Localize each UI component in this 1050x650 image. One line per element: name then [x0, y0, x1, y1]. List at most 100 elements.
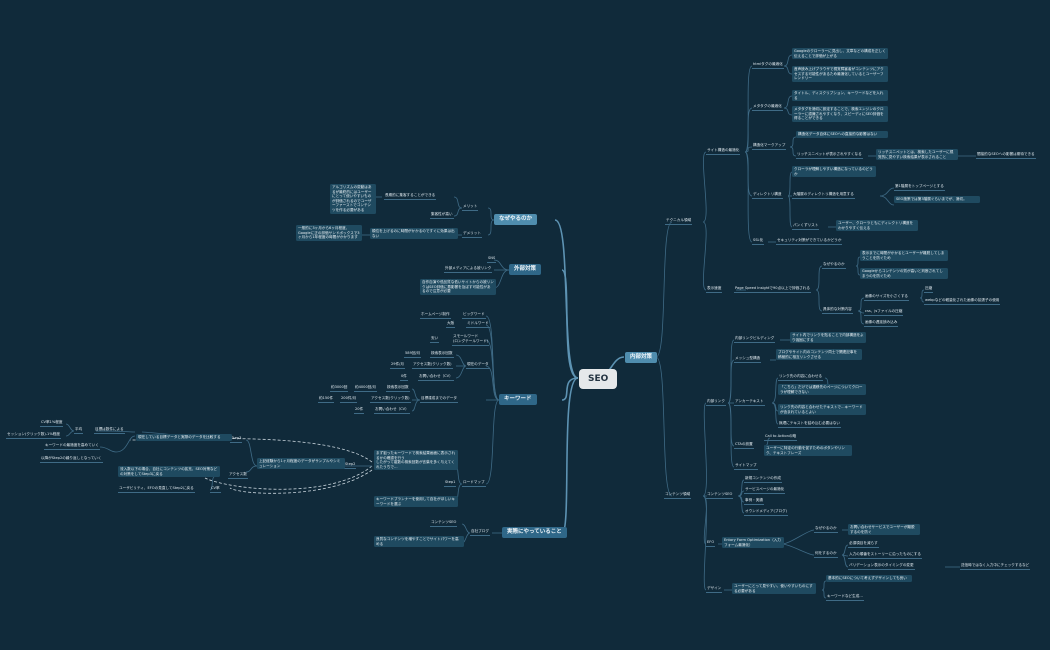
node-merit-a[interactable]: 長期的に集客することができる	[384, 193, 437, 200]
node-why[interactable]: なぜやるのか	[822, 262, 846, 269]
node-content[interactable]: コンテンツ領域	[664, 492, 692, 499]
node-kwd-c[interactable]: お問い合わせ（CV）	[418, 374, 454, 381]
node-il-c[interactable]: メッシュ型構造	[734, 356, 762, 363]
node-kwd-a-v[interactable]: 589回/月	[404, 351, 422, 358]
node-meta-a[interactable]: タイトル、ディスクリプション、キーワードなどを入れる	[792, 90, 888, 102]
node-dir-c[interactable]: 第1階層をトップページとする	[894, 184, 945, 191]
node-merit-b[interactable]: アルゴリズムの変動はあるが最終的にはユーザーにとって使いやすいものが評価されるの…	[330, 184, 376, 214]
node-struct-b[interactable]: リッチスニペットが表示されやすくなる	[796, 152, 863, 159]
node-step1-b[interactable]: キーワードプランナーを使用して自社がほしいキーワードを選ぶ	[374, 496, 458, 508]
node-il-d[interactable]: ブログやサイト内のコンテンツ同士で関連記事を積極的に相互リンクさせる	[776, 349, 862, 361]
node-cs-c[interactable]: 事例・実績	[744, 498, 764, 505]
node-goal-c-v[interactable]: 20件	[354, 407, 365, 414]
node-goal-c[interactable]: お問い合わせ（CV）	[374, 407, 410, 414]
node-conc-d[interactable]: css、jsファイルの圧縮	[864, 309, 904, 316]
node-concrete[interactable]: 具体的な対策内容	[822, 307, 853, 314]
node-ssl-a[interactable]: セキュリティ対策ができているかどうか	[776, 238, 843, 245]
node-goal-a-v[interactable]: 約3000回	[330, 385, 349, 392]
node-structured[interactable]: 構造化マークアップ	[752, 143, 787, 150]
node-conc-e[interactable]: 画像の遅延読み込み	[864, 320, 899, 327]
node-sm-a[interactable]: 安い	[430, 336, 440, 343]
node-step2-c[interactable]: CV率	[210, 486, 221, 493]
node-anchor[interactable]: アンカーテキスト	[734, 399, 765, 406]
node-step3-c[interactable]: CV率1%程度	[40, 420, 64, 427]
node-conc-b[interactable]: 圧縮	[924, 286, 934, 293]
node-step3-f[interactable]: キーワードの最適度を高めていく	[44, 443, 100, 450]
node-goal-b-v2[interactable]: 200件/月	[340, 396, 358, 403]
node-site-structure[interactable]: サイト構造の最適化	[706, 148, 741, 155]
node-step3-a[interactable]: 現在している目標データと実際のデータを比較する	[136, 434, 232, 441]
node-design-a[interactable]: ユーザーにとって見やすい、使いやすいものにする必要がある	[732, 583, 816, 595]
node-struct-d[interactable]: 間接的なSEOへの影響は期待できる	[976, 152, 1036, 159]
node-dir-e[interactable]: パンくずリスト	[792, 223, 820, 230]
node-anchor-b[interactable]: 「こちら」だけでは遷移先のページについてクローラが理解できない	[778, 384, 866, 396]
node-why-b[interactable]: Googleからコンテンツの質が高いと判断されてしまうのを防ぐため	[860, 268, 948, 280]
node-merit-c[interactable]: 集客性が高い	[430, 212, 454, 219]
node-efo-c[interactable]: お問い合わせサービスでユーザーが離脱するのを防ぐ	[848, 524, 920, 536]
node-efo-d[interactable]: 何をするのか	[814, 551, 838, 558]
node-step3-b[interactable]: 平均	[74, 427, 84, 434]
node-md-a[interactable]: 大阪	[446, 321, 456, 328]
node-kwd-b-v[interactable]: 29件/月	[390, 362, 405, 369]
node-dir-b[interactable]: 大階層のディレクトリ構造を用意する	[792, 192, 855, 199]
node-step2-d[interactable]: 流入数以下の場合、自社にコンテンツの拡充、SEO対策などの対策をしてStep3に…	[118, 466, 220, 478]
node-step1[interactable]: Step1	[444, 480, 457, 487]
node-struct-c[interactable]: リッチスニペットとは、検索したユーザーに視覚的に見やすい検索結果が表示されること	[876, 149, 958, 161]
node-efo-f[interactable]: 入力の順番をストーリーに沿ったものにする	[848, 552, 922, 559]
node-il-b[interactable]: サイト内でリンクを貼ることで内部構造をより強固にする	[790, 332, 866, 344]
node-demerit-a[interactable]: 順位を上げるのに時間がかかるのですぐに効果は出ない	[370, 228, 458, 240]
node-small[interactable]: スモールワード (ロングテールワード)	[452, 334, 490, 346]
branch-gaibu[interactable]: 外部対策	[509, 264, 542, 275]
node-cs-b[interactable]: サービスページの最適化	[744, 487, 786, 494]
node-efo-b[interactable]: なぜやるのか	[814, 526, 838, 533]
node-goal-b-v[interactable]: 約150件	[318, 396, 335, 403]
node-goal[interactable]: 目標達成までのデータ	[420, 396, 458, 403]
node-merit[interactable]: メリット	[462, 204, 479, 211]
node-why-a[interactable]: 表示までに時間がかかるとユーザーが離脱してしまうことを防ぐため	[860, 250, 948, 262]
node-design[interactable]: デザイン	[706, 586, 723, 593]
node-html-tags[interactable]: htmlタグの最適化	[752, 62, 784, 69]
node-anchor-a[interactable]: リンク先の内容に合わせる	[778, 374, 824, 381]
node-cs-a[interactable]: 新規コンテンツの作成	[744, 476, 782, 483]
node-step2-b[interactable]: アクセス数	[228, 472, 248, 479]
node-kwd-a[interactable]: 検索表示回数	[430, 351, 454, 358]
node-struct-a[interactable]: 構造化データ自体にSEOへの直接的な影響はない	[796, 131, 888, 138]
node-bigword[interactable]: ビッグワード	[462, 312, 486, 319]
node-ssl[interactable]: SSL化	[752, 238, 765, 245]
node-speed[interactable]: 表示速度	[706, 286, 723, 293]
node-dir-f[interactable]: ユーザー、クローラともにディレクトリ構造をわかりやすく伝える	[836, 220, 918, 232]
node-step2-a[interactable]: 上記経験から1ヶ月程度のデータがサンプルやシミュレーション	[257, 458, 345, 470]
node-conc-c[interactable]: webpなどの軽量化された画像の拡張子の使用	[924, 298, 1001, 305]
node-conc-a[interactable]: 画像のサイズを小さくする	[864, 294, 910, 301]
branch-why-do[interactable]: なぜやるのか	[494, 214, 538, 225]
node-pr-b[interactable]: コンテンツSEO	[430, 520, 458, 527]
node-goal-b[interactable]: アクセス数(クリック数)	[370, 396, 411, 403]
node-step3-e[interactable]: 目標は数件による	[94, 427, 125, 434]
node-anchor-c[interactable]: リンク先の内容と合わせたテキストで…キーワードが含まれているとよい	[778, 404, 866, 416]
node-goal-a-v2[interactable]: 約4000回/月	[354, 385, 378, 392]
node-demerit[interactable]: デメリット	[462, 231, 482, 238]
node-content-seo[interactable]: コンテンツSEO	[706, 492, 734, 499]
node-pr-c[interactable]: 良質なコンテンツを増やすことでサイトパワーを高める	[374, 536, 464, 548]
node-kwd-c-v[interactable]: 0件	[400, 374, 408, 381]
node-html-b[interactable]: 音声読み上げブラウザで視覚障害者がコンテンツにアクセスする可能性があるため最適化…	[792, 66, 888, 82]
node-gaibu-b[interactable]: 外部メディアによる被リンク	[444, 266, 493, 273]
branch-practice[interactable]: 実際にやっていること	[502, 527, 567, 538]
node-step1-a[interactable]: まず狙ったキーワードで検索結果画面に表示されるかの確認を行う したがって複数の検…	[374, 450, 458, 471]
node-design-c[interactable]: キーワードなど生成…	[826, 594, 864, 601]
node-step2-e[interactable]: ユーザビリティ、EFOの見直してStep2に戻る	[118, 486, 195, 493]
node-gaibu-c[interactable]: 自作自演や低品質な低いサイトからの被リンクはSEO評価に悪影響を及ぼす可能性があ…	[420, 279, 496, 295]
node-html-a[interactable]: Googleのクローラーに見出し、文章などの構成を正しく伝えることで評価が上がる	[792, 48, 888, 60]
node-goal-a[interactable]: 検索表示回数	[386, 385, 410, 392]
node-step2[interactable]: Step2	[344, 462, 357, 469]
node-kw-data[interactable]: 現在のデータ	[466, 362, 490, 369]
node-step3-g[interactable]: 以降がStep2の繰り返しとなっていく	[40, 456, 103, 463]
node-cta-b[interactable]: ユーザーに特定の行動を促すためのボタンやリンク、テキストフレーズ	[764, 445, 852, 457]
node-directory[interactable]: ディレクトリ構造	[752, 192, 783, 199]
node-meta-tags[interactable]: メタタグの最適化	[752, 104, 783, 111]
node-meta-b[interactable]: メタタグを適切に設定することで、検索エンジンのクローラーに認識されやすくなり、ス…	[792, 106, 888, 122]
node-efo[interactable]: EFO	[706, 540, 716, 547]
node-speed-a[interactable]: Page Speed Insightで90点以上で評価される	[734, 286, 811, 293]
node-anchor-d[interactable]: 無理にテキストを詰め込む必要はない	[778, 421, 841, 428]
node-efo-e[interactable]: 必須項目を減らす	[848, 541, 879, 548]
